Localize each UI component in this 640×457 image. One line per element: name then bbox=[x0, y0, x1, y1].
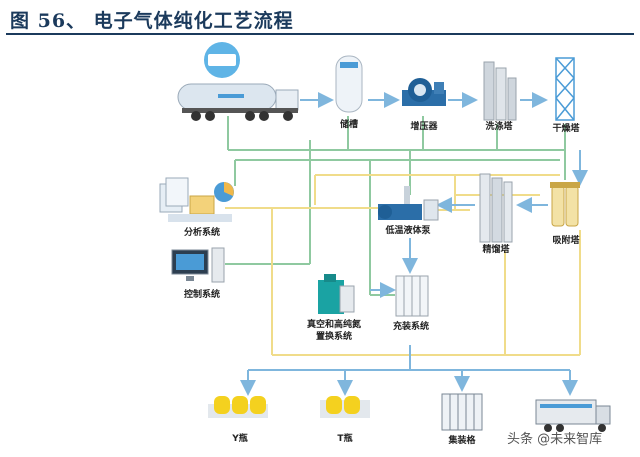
raw-material-truck-icon bbox=[177, 42, 299, 121]
vacuum-purge-label-line1: 真空和高纯氮 bbox=[306, 320, 362, 330]
title-underline bbox=[6, 33, 634, 35]
green-lines bbox=[225, 116, 566, 296]
t-bottle-label: T瓶 bbox=[337, 434, 353, 444]
rectification-tower-icon bbox=[479, 173, 513, 243]
watermark: 头条 @未来智库 bbox=[507, 432, 603, 447]
filling-system-icon bbox=[395, 275, 429, 317]
control-system-label: 控制系统 bbox=[183, 290, 221, 300]
storage-tank-icon bbox=[335, 55, 363, 113]
rectification-tower-label: 精馏塔 bbox=[482, 245, 510, 255]
tube-trailer-icon bbox=[535, 399, 611, 432]
t-bottle-icon bbox=[320, 396, 370, 418]
dry-tower-label: 干燥塔 bbox=[552, 124, 580, 134]
control-system-icon bbox=[171, 247, 225, 283]
wash-tower-icon bbox=[483, 61, 517, 121]
dry-tower-icon bbox=[555, 57, 575, 121]
adsorption-tower-icon bbox=[550, 182, 580, 227]
cryo-pump-label: 低温液体泵 bbox=[385, 226, 431, 236]
bundle-label: 集装格 bbox=[448, 436, 476, 446]
booster-label: 增压器 bbox=[410, 122, 438, 132]
y-bottle-icon bbox=[208, 396, 268, 418]
raw-material-label: 原材料 bbox=[210, 56, 234, 65]
figure-title: 图 56、 电子气体纯化工艺流程 bbox=[10, 10, 294, 32]
title-bar: 图 56、 电子气体纯化工艺流程 bbox=[0, 0, 640, 35]
adsorption-tower-label: 吸附塔 bbox=[552, 236, 580, 246]
y-bottle-label: Y瓶 bbox=[232, 434, 248, 444]
yellow-lines bbox=[225, 174, 581, 356]
vacuum-purge-label-line2: 置换系统 bbox=[315, 332, 353, 342]
analysis-system-label: 分析系统 bbox=[183, 228, 221, 238]
wash-tower-label: 洗涤塔 bbox=[485, 122, 513, 132]
booster-icon bbox=[402, 78, 446, 106]
analysis-system-icon bbox=[159, 177, 234, 222]
filling-system-label: 充装系统 bbox=[392, 322, 430, 332]
bundle-icon bbox=[441, 393, 483, 431]
blue-arrows bbox=[300, 92, 588, 298]
distribution-bus bbox=[240, 345, 578, 396]
storage-tank-label: 储槽 bbox=[339, 120, 359, 130]
vacuum-purge-icon bbox=[318, 274, 355, 314]
cryo-pump-icon bbox=[378, 186, 439, 221]
